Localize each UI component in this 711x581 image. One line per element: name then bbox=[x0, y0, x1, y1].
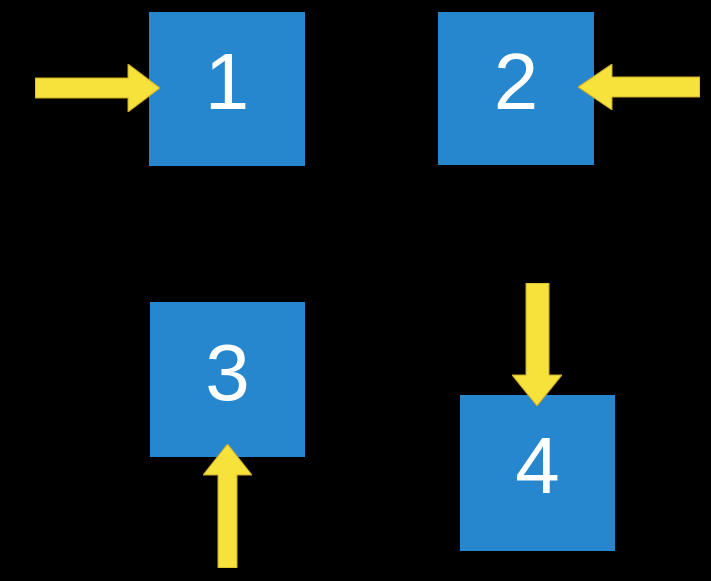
arrow-up-icon bbox=[203, 444, 252, 568]
target-box-2[interactable]: 2 bbox=[438, 12, 594, 165]
box-1-label: 1 bbox=[204, 37, 250, 126]
target-box-1[interactable]: 1 bbox=[149, 12, 305, 166]
target-box-4[interactable]: 4 bbox=[460, 395, 615, 551]
box-4-label: 4 bbox=[515, 421, 560, 510]
target-box-3[interactable]: 3 bbox=[150, 302, 305, 457]
arrow-down-icon bbox=[512, 283, 562, 406]
arrow-right-icon bbox=[35, 64, 160, 112]
box-3-label: 3 bbox=[205, 327, 250, 417]
box-2-label: 2 bbox=[493, 36, 539, 126]
arrow-left-icon bbox=[578, 64, 700, 110]
